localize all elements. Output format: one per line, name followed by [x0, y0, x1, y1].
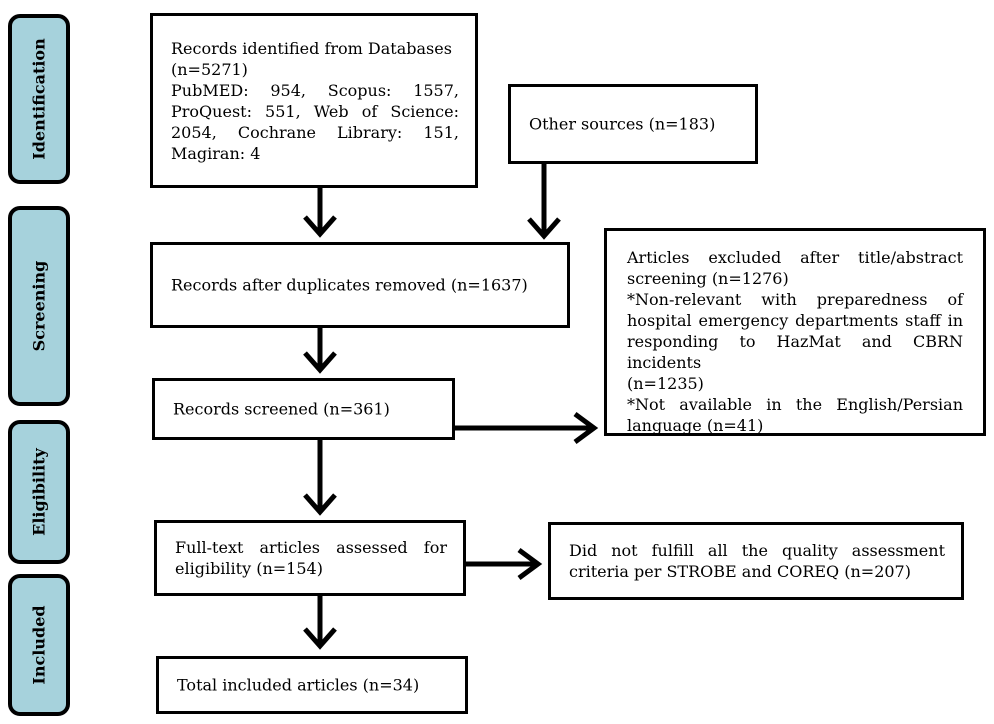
databases-line-2: (n=5271)	[171, 60, 248, 79]
excluded-line-6: (n=1235)	[627, 374, 704, 393]
quality-excluded-box: Did not fulfill all the quality assessme…	[548, 522, 964, 600]
excluded-line-2: screening (n=1276)	[627, 269, 789, 288]
quality-excluded-line-1: Did not fulfill all the quality assessme…	[569, 541, 945, 560]
duplicates-removed-box: Records after duplicates removed (n=1637…	[150, 242, 570, 328]
records-screened-box: Records screened (n=361)	[152, 378, 455, 440]
databases-box: Records identified from Databases (n=527…	[150, 13, 478, 188]
phase-eligibility: Eligibility	[8, 420, 70, 564]
arrow-fulltext-to-quality-head	[517, 547, 543, 581]
full-text-line-1: Full-text articles assessed for	[175, 538, 447, 557]
excluded-line-1: Articles excluded after title/abstract	[627, 248, 963, 267]
other-sources-box: Other sources (n=183)	[508, 84, 758, 164]
arrow-screened-to-excluded-head	[573, 411, 599, 445]
duplicates-removed-text: Records after duplicates removed (n=1637…	[171, 275, 528, 295]
phase-identification: Identification	[8, 14, 70, 184]
arrow-databases-to-duplicates-head	[303, 215, 337, 238]
excluded-title-abstract-box: Articles excluded after title/abstract s…	[604, 228, 986, 436]
included-total-text: Total included articles (n=34)	[177, 675, 420, 695]
arrow-duplicates-to-screened-head	[303, 351, 337, 374]
excluded-line-5: responding to HazMat and CBRN incidents	[627, 332, 963, 372]
excluded-line-7: *Not available in the English/Persian	[627, 395, 963, 414]
phase-included: Included	[8, 574, 70, 716]
databases-line-5: 2054, Cochrane Library: 151,	[171, 123, 459, 142]
databases-line-3: PubMED: 954, Scopus: 1557,	[171, 81, 459, 100]
phase-screening: Screening	[8, 206, 70, 406]
arrow-screened-to-fulltext-head	[303, 493, 337, 516]
databases-line-1: Records identified from Databases	[171, 39, 452, 58]
records-screened-text: Records screened (n=361)	[173, 399, 390, 419]
databases-line-4: ProQuest: 551, Web of Science:	[171, 102, 459, 121]
arrow-other-to-duplicates-head	[527, 217, 561, 240]
excluded-line-4: hospital emergency departments staff in	[627, 311, 963, 330]
databases-line-6: Magiran: 4	[171, 144, 261, 163]
full-text-line-2: eligibility (n=154)	[175, 559, 323, 578]
excluded-line-8: language (n=41)	[627, 416, 764, 435]
full-text-box: Full-text articles assessed for eligibil…	[154, 520, 466, 596]
included-total-box: Total included articles (n=34)	[156, 656, 468, 714]
arrow-fulltext-to-included-head	[303, 627, 337, 650]
excluded-line-3: *Non-relevant with preparedness of	[627, 290, 963, 309]
quality-excluded-line-2: criteria per STROBE and COREQ (n=207)	[569, 562, 911, 581]
other-sources-text: Other sources (n=183)	[529, 114, 716, 134]
